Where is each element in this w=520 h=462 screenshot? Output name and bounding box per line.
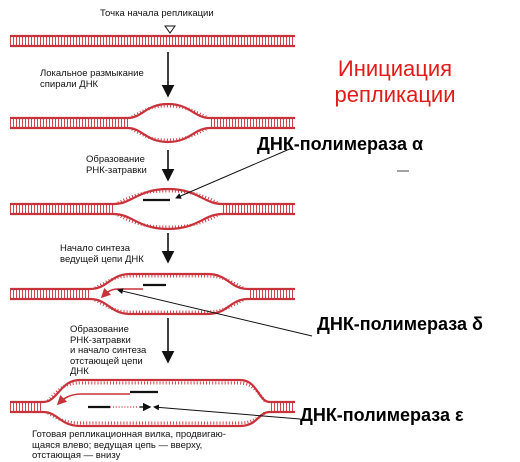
pointer-delta [117, 288, 313, 337]
pointer-alpha [175, 147, 293, 199]
dna-closed-helix [10, 34, 295, 48]
step2-line-1: Образование [86, 154, 145, 165]
step4-line-1: Образование [70, 324, 129, 335]
step1-label: Локальное размыкание спирали ДНК [40, 68, 144, 90]
final-label: Готовая репликационная вилка, продвигаю-… [32, 429, 226, 462]
step4-label: Образование РНК-затравки и начало синтез… [70, 324, 147, 378]
step4-line-3: и начало синтеза [70, 345, 147, 356]
polymerase-epsilon-label: ДНК-полимераза ε [300, 405, 464, 425]
final-line-3: отстающая — внизу [32, 450, 121, 461]
step3-label: Начало синтеза ведущей цепи ДНК [60, 243, 144, 265]
origin-triangle-icon [164, 25, 176, 34]
step2-line-2: РНК-затравки [86, 164, 147, 176]
title-line-1: Инициация [337, 56, 453, 81]
dna-small-bubble [10, 102, 295, 144]
step4-line-5: ДНК [70, 366, 89, 377]
step2-label: Образование РНК-затравки [86, 154, 147, 176]
polymerase-alpha-label: ДНК-полимераза α [257, 134, 424, 154]
title-line-2: репликации [334, 82, 456, 107]
step4-line-2: РНК-затравки [70, 334, 131, 346]
final-line-2: щаяся влево; ведущая цепь — вверху, [32, 439, 203, 451]
dna-replication-fork [10, 378, 295, 428]
step1-line-2: спирали ДНК [40, 78, 99, 90]
page-title: Инициация репликации [300, 56, 490, 108]
dna-bubble-leading [10, 272, 295, 316]
step3-line-2: ведущей цепи ДНК [60, 253, 144, 265]
dna-bubble-primer [10, 187, 295, 231]
final-line-1: Готовая репликационная вилка, продвигаю- [32, 429, 226, 440]
step4-line-4: отстающей цепи [70, 355, 143, 367]
pointer-epsilon [153, 404, 301, 420]
step3-line-1: Начало синтеза [60, 243, 131, 254]
step1-line-1: Локальное размыкание [40, 68, 144, 79]
origin-label: Точка начала репликации [100, 8, 214, 19]
polymerase-delta-label: ДНК-полимераза δ [317, 314, 483, 334]
